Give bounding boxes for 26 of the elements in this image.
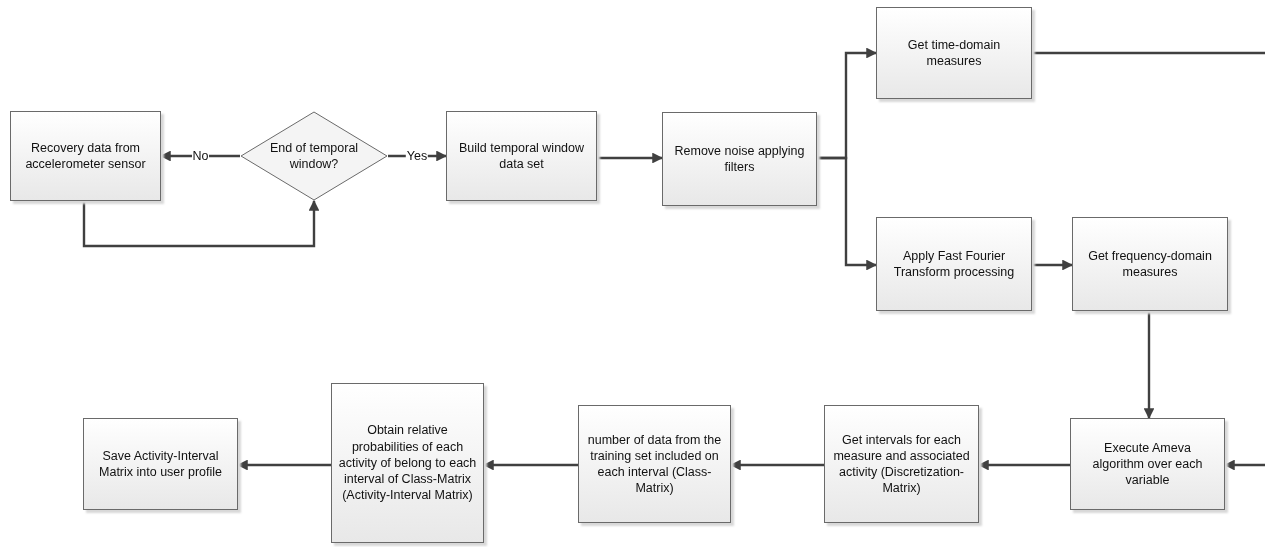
process-box: Obtain relative probabilities of each activity of belong to each interval of Class-Matrix (Activity-Interval Matrix) [331,383,484,543]
process-box: Apply Fast Fourier Transform processing [876,217,1032,311]
process-box: Get intervals for each measure and associated activity (Discretization-Matrix) [824,405,979,523]
edge-label: Yes [405,149,429,163]
arrow [597,152,664,164]
arrow [1032,259,1074,271]
arrow [1143,311,1155,420]
process-box: Recovery data from accelerometer sensor [10,111,161,201]
arrow [82,199,320,248]
edge-label: No [191,149,210,163]
arrow [817,156,878,271]
process-box: Remove noise applying filters [662,112,817,206]
arrow [729,459,824,471]
process-box: Save Activity-Interval Matrix into user profile [83,418,238,510]
decision-text: End of temporal window? [268,139,360,173]
process-box: Get frequency-domain measures [1072,217,1228,311]
arrow [159,150,240,162]
arrow [1223,459,1265,471]
process-box: Get time-domain measures [876,7,1032,99]
process-box: Execute Ameva algorithm over each variable [1070,418,1225,510]
process-box: Build temporal window data set [446,111,597,201]
arrow [482,459,578,471]
connector-line [1032,51,1265,55]
arrow [236,459,331,471]
process-box: number of data from the training set included on each interval (Class-Matrix) [578,405,731,523]
arrow [977,459,1070,471]
